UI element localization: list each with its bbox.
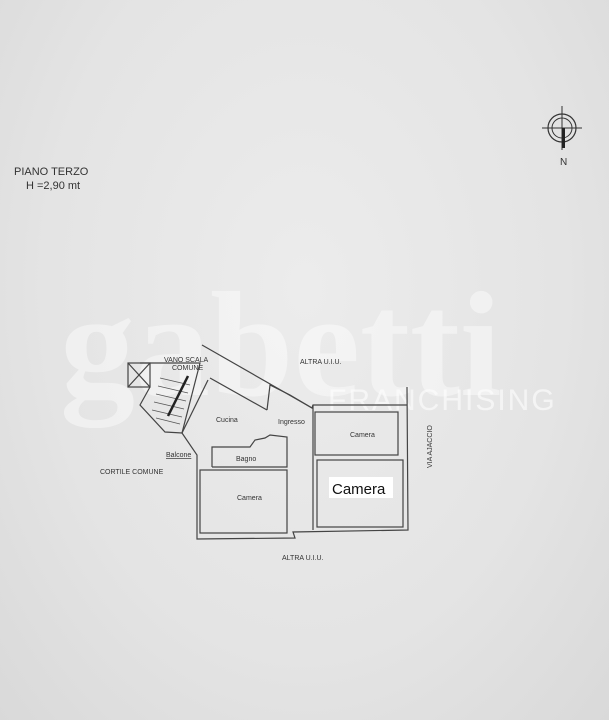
top-neighbor-label: ALTRA U.I.U. [300, 359, 342, 366]
watermark-brand: gabetti [60, 262, 502, 428]
room-camera-3: Camera [332, 481, 386, 498]
stair-label-2: COMUNE [172, 365, 203, 372]
floor-height: H =2,90 mt [26, 180, 80, 192]
street-label: VIA AJACCIO [427, 425, 434, 468]
room-camera-2: Camera [237, 495, 262, 502]
room-bagno: Bagno [236, 456, 256, 463]
room-camera-1: Camera [350, 432, 375, 439]
bottom-neighbor-label: ALTRA U.I.U. [282, 555, 324, 562]
floor-title: PIANO TERZO [14, 166, 89, 178]
room-label-box [329, 477, 393, 498]
room-ingresso: Ingresso [278, 419, 305, 426]
compass-label: N [560, 157, 567, 168]
north-arrow-icon [542, 106, 582, 150]
walls [127, 344, 409, 540]
balcony-label: Balcone [166, 452, 191, 459]
stair-label: VANO SCALA [164, 357, 209, 364]
room-cucina: Cucina [216, 417, 238, 424]
courtyard-label: CORTILE COMUNE [100, 469, 164, 476]
